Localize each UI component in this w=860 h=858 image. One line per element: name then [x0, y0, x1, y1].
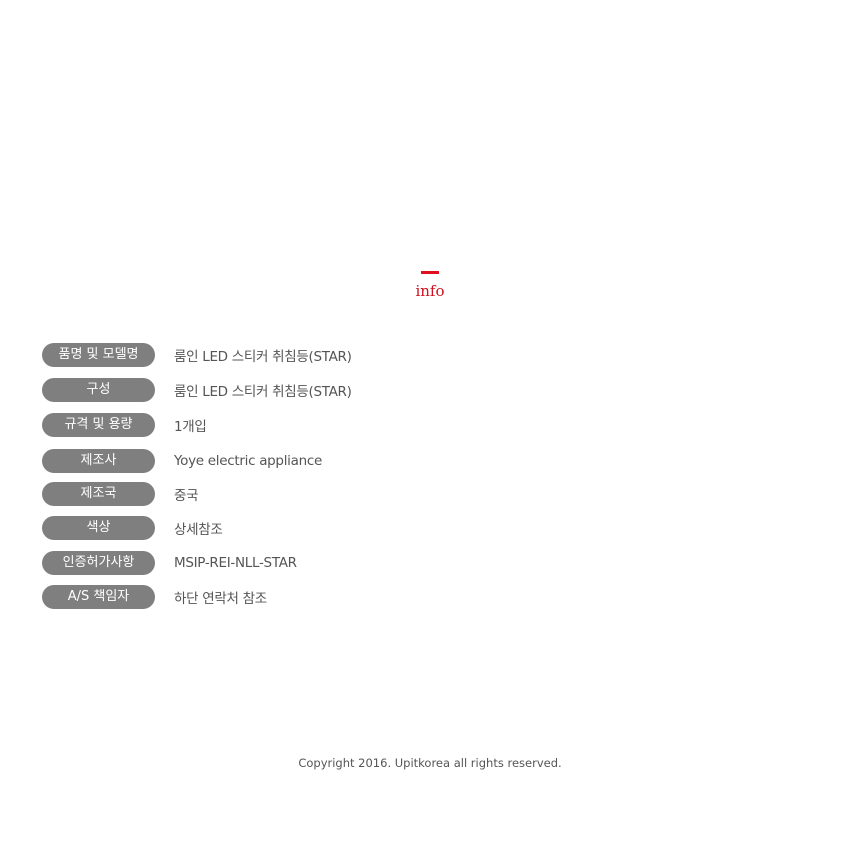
- info-value: 상세참조: [174, 522, 223, 538]
- info-row: 제조국 중국: [42, 482, 199, 506]
- info-row: 품명 및 모델명 룸인 LED 스티커 취침등(STAR): [42, 343, 352, 367]
- info-value: MSIP-REI-NLL-STAR: [174, 555, 297, 571]
- info-label-pill: 제조사: [42, 449, 155, 473]
- info-label-pill: 규격 및 용량: [42, 413, 155, 437]
- info-row: A/S 책임자 하단 연락처 참조: [42, 585, 267, 609]
- info-label-pill: 제조국: [42, 482, 155, 506]
- info-value: 룸인 LED 스티커 취침등(STAR): [174, 349, 352, 365]
- info-row: 색상 상세참조: [42, 516, 223, 540]
- info-row: 제조사 Yoye electric appliance: [42, 449, 322, 473]
- info-label-pill: 색상: [42, 516, 155, 540]
- info-label-pill: 구성: [42, 378, 155, 402]
- title-accent-bar: [421, 271, 439, 274]
- info-row: 인증허가사항 MSIP-REI-NLL-STAR: [42, 551, 297, 575]
- info-row: 구성 룸인 LED 스티커 취침등(STAR): [42, 378, 352, 402]
- info-label-pill: A/S 책임자: [42, 585, 155, 609]
- section-title: info: [415, 282, 445, 300]
- info-value: 룸인 LED 스티커 취침등(STAR): [174, 384, 352, 400]
- info-value: 중국: [174, 488, 199, 504]
- info-label-pill: 인증허가사항: [42, 551, 155, 575]
- info-row: 규격 및 용량 1개입: [42, 413, 207, 437]
- info-value: 1개입: [174, 419, 207, 435]
- info-value: Yoye electric appliance: [174, 453, 322, 469]
- info-label-pill: 품명 및 모델명: [42, 343, 155, 367]
- info-value: 하단 연락처 참조: [174, 591, 267, 607]
- copyright-text: Copyright 2016. Upitkorea all rights res…: [298, 756, 562, 770]
